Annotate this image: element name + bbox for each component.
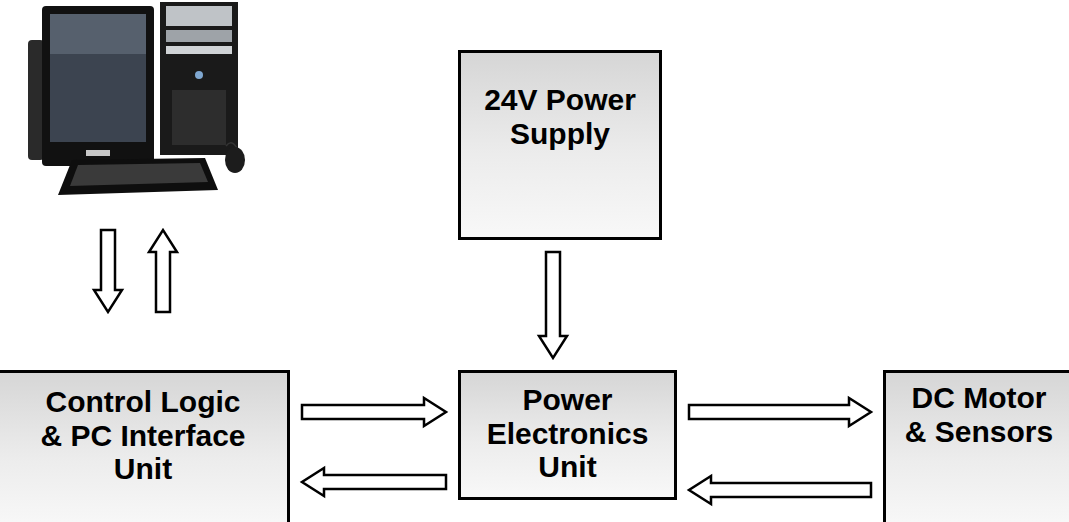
block-arrow [539, 252, 567, 358]
box-label: DC Motor & Sensors [899, 381, 1059, 448]
control-unit-box: Control Logic & PC Interface Unit [0, 370, 290, 522]
block-arrow [94, 230, 122, 312]
box-label: Control Logic & PC Interface Unit [36, 385, 251, 486]
block-arrow [689, 398, 871, 426]
keys [70, 163, 208, 186]
power-supply-box: 24V Power Supply [458, 50, 662, 240]
power-electronics-box: Power Electronics Unit [458, 370, 677, 500]
box-label: Power Electronics Unit [470, 383, 665, 484]
block-arrow [302, 468, 446, 496]
pc-tower [160, 2, 238, 155]
drive-bay [166, 6, 232, 26]
box-label: 24V Power Supply [470, 83, 650, 150]
power-button [195, 71, 203, 79]
speaker [28, 40, 44, 160]
drive-bay [166, 46, 232, 54]
motor-box: DC Motor & Sensors [883, 370, 1069, 522]
tower-panel [172, 90, 226, 145]
block-arrow [149, 230, 177, 312]
block-arrow [689, 476, 871, 504]
block-arrow [302, 398, 446, 426]
monitor-logo [86, 150, 110, 156]
screen-glare [50, 14, 146, 54]
screen [50, 14, 146, 142]
monitor [42, 6, 154, 166]
drive-bay [166, 30, 232, 42]
keyboard [58, 158, 218, 195]
mouse [225, 147, 245, 173]
